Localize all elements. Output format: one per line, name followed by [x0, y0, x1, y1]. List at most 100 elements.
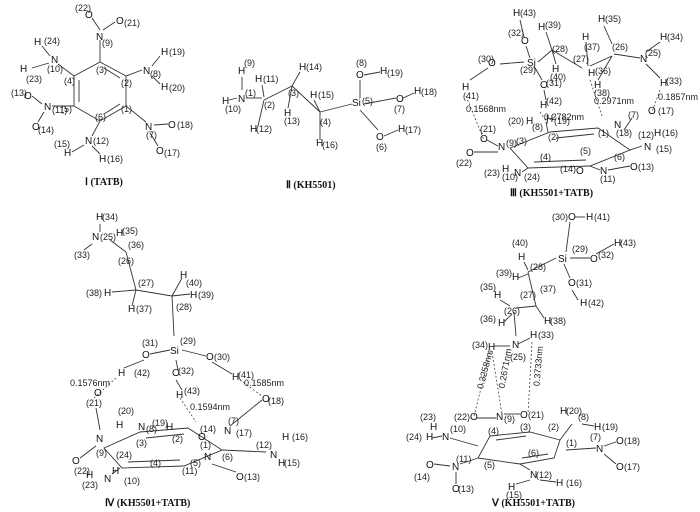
- svg-text:O: O: [616, 462, 624, 473]
- svg-text:(4): (4): [488, 426, 499, 436]
- svg-text:(7): (7): [590, 432, 601, 442]
- svg-text:(42): (42): [588, 298, 604, 308]
- svg-text:O: O: [236, 472, 244, 483]
- svg-text:(43): (43): [184, 386, 200, 396]
- svg-text:(43): (43): [520, 8, 536, 18]
- svg-text:(1): (1): [566, 438, 577, 448]
- svg-text:0.1568nm: 0.1568nm: [466, 104, 506, 114]
- svg-text:(16): (16): [292, 432, 308, 442]
- svg-text:(25): (25): [100, 232, 116, 242]
- svg-text:(28): (28): [176, 302, 192, 312]
- svg-text:(2): (2): [121, 78, 132, 88]
- structure-tatb: (3) (2) (1) (6) (5) (4) N (9) O (22) O (…: [11, 3, 193, 188]
- svg-text:(6): (6): [614, 152, 625, 162]
- svg-text:(8): (8): [356, 58, 367, 68]
- svg-text:0.1585nm: 0.1585nm: [244, 378, 284, 388]
- svg-text:H: H: [494, 290, 501, 301]
- svg-text:O: O: [396, 94, 404, 105]
- svg-text:(18): (18): [177, 120, 193, 130]
- svg-text:O: O: [172, 368, 180, 379]
- benzene-ring-4: [103, 427, 223, 469]
- svg-text:(35): (35): [122, 226, 138, 236]
- svg-text:0.3258nm: 0.3258nm: [475, 349, 495, 390]
- svg-text:(39): (39): [545, 20, 561, 30]
- caption-complex-3: Ⅲ (KH5501+TATB): [510, 188, 593, 199]
- svg-text:(20): (20): [169, 83, 185, 93]
- svg-text:H: H: [398, 124, 405, 135]
- svg-text:H: H: [598, 14, 605, 25]
- svg-text:(8): (8): [150, 69, 161, 79]
- svg-text:(21): (21): [124, 18, 140, 28]
- svg-text:(13): (13): [458, 484, 474, 494]
- svg-text:(7): (7): [228, 416, 239, 426]
- svg-text:(17): (17): [658, 106, 674, 116]
- svg-text:(29): (29): [520, 65, 536, 75]
- svg-text:(24): (24): [44, 36, 60, 46]
- svg-text:(33): (33): [666, 76, 682, 86]
- svg-text:(16): (16): [566, 478, 582, 488]
- svg-text:(40): (40): [550, 72, 566, 82]
- svg-text:(9): (9): [244, 58, 255, 68]
- svg-text:(22): (22): [74, 466, 90, 476]
- svg-text:O: O: [520, 410, 528, 421]
- svg-text:N: N: [143, 66, 150, 77]
- svg-text:(12): (12): [93, 136, 109, 146]
- svg-text:(7): (7): [628, 110, 639, 120]
- svg-text:H: H: [588, 68, 595, 79]
- svg-text:(29): (29): [572, 244, 588, 254]
- svg-text:(25): (25): [645, 48, 661, 58]
- caption-tatb: Ⅰ (TATB): [85, 177, 123, 188]
- svg-text:H: H: [560, 406, 567, 417]
- svg-text:N: N: [614, 120, 621, 131]
- svg-text:(39): (39): [198, 290, 214, 300]
- svg-text:(15): (15): [318, 90, 334, 100]
- svg-text:N: N: [442, 432, 449, 443]
- svg-text:H: H: [530, 330, 537, 341]
- svg-text:(17): (17): [405, 125, 421, 135]
- svg-text:(20): (20): [508, 116, 524, 126]
- svg-text:O: O: [576, 166, 584, 177]
- svg-text:H: H: [546, 114, 553, 125]
- svg-text:H: H: [586, 212, 593, 223]
- svg-text:H: H: [660, 32, 667, 43]
- svg-text:H: H: [594, 422, 601, 433]
- svg-text:(32): (32): [598, 250, 614, 260]
- svg-text:(35): (35): [605, 14, 621, 24]
- svg-text:N: N: [96, 434, 103, 445]
- svg-text:O: O: [94, 388, 102, 399]
- svg-text:O: O: [262, 394, 270, 405]
- svg-text:O: O: [168, 120, 176, 131]
- svg-text:H: H: [99, 154, 106, 165]
- svg-text:H: H: [250, 124, 257, 135]
- svg-text:(3): (3): [288, 88, 299, 98]
- svg-text:(11): (11): [182, 466, 197, 476]
- svg-text:H: H: [518, 252, 525, 263]
- svg-text:H: H: [255, 74, 262, 85]
- svg-text:(2): (2): [548, 132, 559, 142]
- svg-text:(13): (13): [244, 472, 260, 482]
- svg-text:(36): (36): [480, 314, 496, 324]
- svg-text:H: H: [582, 32, 589, 43]
- svg-text:(33): (33): [538, 330, 554, 340]
- svg-text:H: H: [180, 270, 187, 281]
- svg-text:(2): (2): [172, 434, 183, 444]
- svg-text:(17): (17): [624, 462, 640, 472]
- svg-text:O: O: [156, 146, 164, 157]
- svg-text:(14): (14): [38, 125, 54, 135]
- svg-text:O: O: [568, 212, 576, 223]
- svg-text:(32): (32): [178, 366, 194, 376]
- svg-text:(23): (23): [82, 480, 98, 490]
- svg-text:(18): (18): [624, 436, 640, 446]
- svg-text:(35): (35): [480, 282, 496, 292]
- svg-text:(6): (6): [222, 452, 233, 462]
- svg-text:(6): (6): [528, 448, 539, 458]
- svg-text:(12): (12): [256, 124, 272, 134]
- svg-text:H: H: [538, 22, 545, 33]
- svg-text:(24): (24): [406, 432, 422, 442]
- svg-text:(19): (19): [387, 68, 403, 78]
- svg-text:(24): (24): [524, 172, 540, 182]
- svg-text:H: H: [232, 372, 239, 383]
- svg-text:H: H: [594, 80, 601, 91]
- svg-text:(40): (40): [512, 238, 528, 248]
- svg-text:Si: Si: [558, 254, 567, 265]
